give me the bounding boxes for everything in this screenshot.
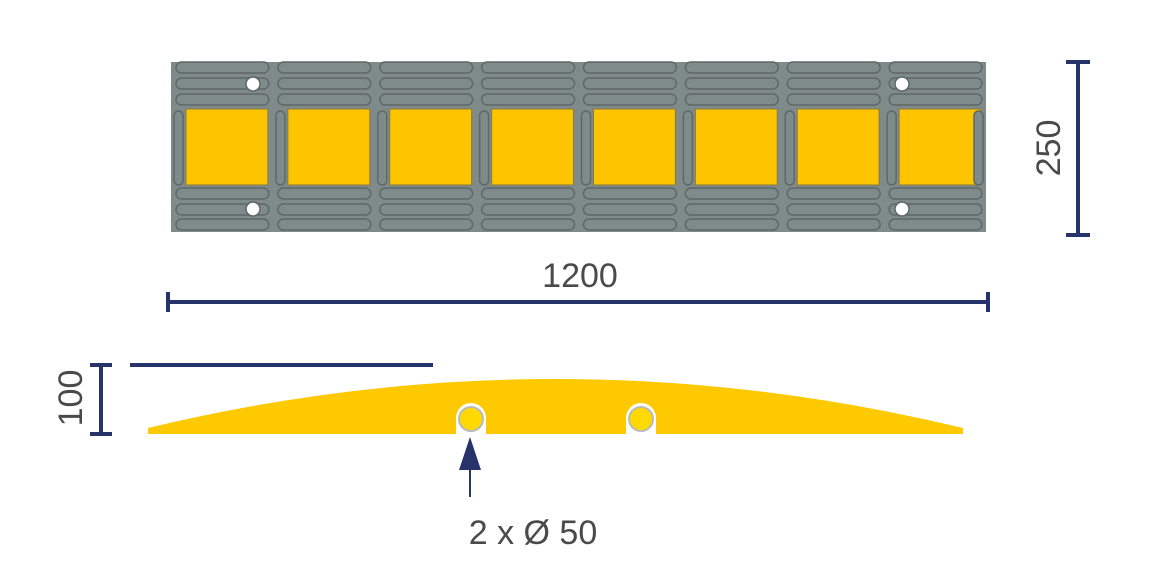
tread-slot bbox=[582, 77, 678, 90]
tread-slot bbox=[786, 203, 881, 216]
tread-slot bbox=[582, 187, 678, 200]
tread-slot bbox=[684, 218, 779, 231]
tread-slot bbox=[973, 110, 984, 186]
tread-slot bbox=[888, 93, 983, 106]
tread-slot bbox=[275, 110, 286, 186]
mount-hole bbox=[245, 76, 261, 92]
tread-slot bbox=[784, 110, 795, 186]
tread-slot bbox=[684, 93, 779, 106]
tread-slot bbox=[277, 61, 372, 74]
tread-slot bbox=[379, 203, 474, 216]
reflector bbox=[796, 108, 880, 186]
arrow-up-icon bbox=[459, 437, 481, 497]
tread-slot bbox=[173, 110, 184, 186]
reflector bbox=[389, 108, 473, 186]
tread-slot bbox=[480, 203, 576, 216]
tread-slot bbox=[786, 187, 881, 200]
tread-slot bbox=[277, 93, 372, 106]
height-dimension bbox=[90, 363, 433, 436]
reflector bbox=[185, 108, 269, 186]
tread-slot bbox=[480, 77, 576, 90]
reflector bbox=[694, 108, 778, 186]
reflector bbox=[593, 108, 676, 186]
tread-slot bbox=[684, 61, 779, 74]
holes-label: 2 x Ø 50 bbox=[469, 514, 598, 552]
tread-slot bbox=[786, 61, 881, 74]
tread-slot bbox=[379, 77, 474, 90]
tread-slot bbox=[480, 187, 576, 200]
mount-hole bbox=[894, 201, 910, 217]
tread-slot bbox=[175, 93, 270, 106]
tread-slot bbox=[888, 218, 983, 231]
tread-slot bbox=[582, 93, 678, 106]
width-label: 250 bbox=[1030, 120, 1068, 177]
tread-slot bbox=[175, 61, 270, 74]
tread-slot bbox=[684, 187, 779, 200]
tread-slot bbox=[480, 218, 576, 231]
tread-slot bbox=[478, 110, 490, 186]
tread-slot bbox=[582, 203, 678, 216]
reflector bbox=[491, 108, 574, 186]
tread-slot bbox=[480, 93, 576, 106]
tread-slot bbox=[277, 77, 372, 90]
tread-slot bbox=[684, 203, 779, 216]
tread-slot bbox=[379, 187, 474, 200]
tread-slot bbox=[682, 110, 694, 186]
tread-slot bbox=[379, 218, 474, 231]
side-profile bbox=[148, 379, 963, 434]
tread-slot bbox=[886, 110, 897, 186]
tread-slot bbox=[684, 77, 779, 90]
tread-slot bbox=[888, 187, 983, 200]
length-label: 1200 bbox=[542, 257, 618, 295]
reflector bbox=[287, 108, 371, 186]
tread-slot bbox=[379, 61, 474, 74]
tread-slot bbox=[888, 203, 983, 216]
tread-slot bbox=[786, 77, 881, 90]
tread-slot bbox=[377, 110, 388, 186]
top-view bbox=[171, 61, 986, 232]
mount-hole bbox=[894, 76, 910, 92]
tread-slot bbox=[480, 61, 576, 74]
tread-slot bbox=[277, 218, 372, 231]
cable-hole bbox=[628, 406, 654, 432]
tread-slot bbox=[582, 61, 678, 74]
length-dimension bbox=[166, 292, 990, 312]
tread-slot bbox=[277, 203, 372, 216]
tread-slot bbox=[580, 110, 592, 186]
tread-slot bbox=[175, 187, 270, 200]
cable-hole bbox=[458, 406, 484, 432]
tread-slot bbox=[582, 218, 678, 231]
tread-slot bbox=[277, 187, 372, 200]
reflector bbox=[898, 108, 982, 186]
tread-slot bbox=[888, 61, 983, 74]
width-dimension bbox=[1066, 60, 1090, 237]
tread-slot bbox=[175, 218, 270, 231]
tread-slot bbox=[786, 93, 881, 106]
tread-slot bbox=[379, 93, 474, 106]
tread-slot bbox=[786, 218, 881, 231]
height-label: 100 bbox=[52, 370, 90, 427]
tread-slot bbox=[888, 77, 983, 90]
mount-hole bbox=[245, 201, 261, 217]
